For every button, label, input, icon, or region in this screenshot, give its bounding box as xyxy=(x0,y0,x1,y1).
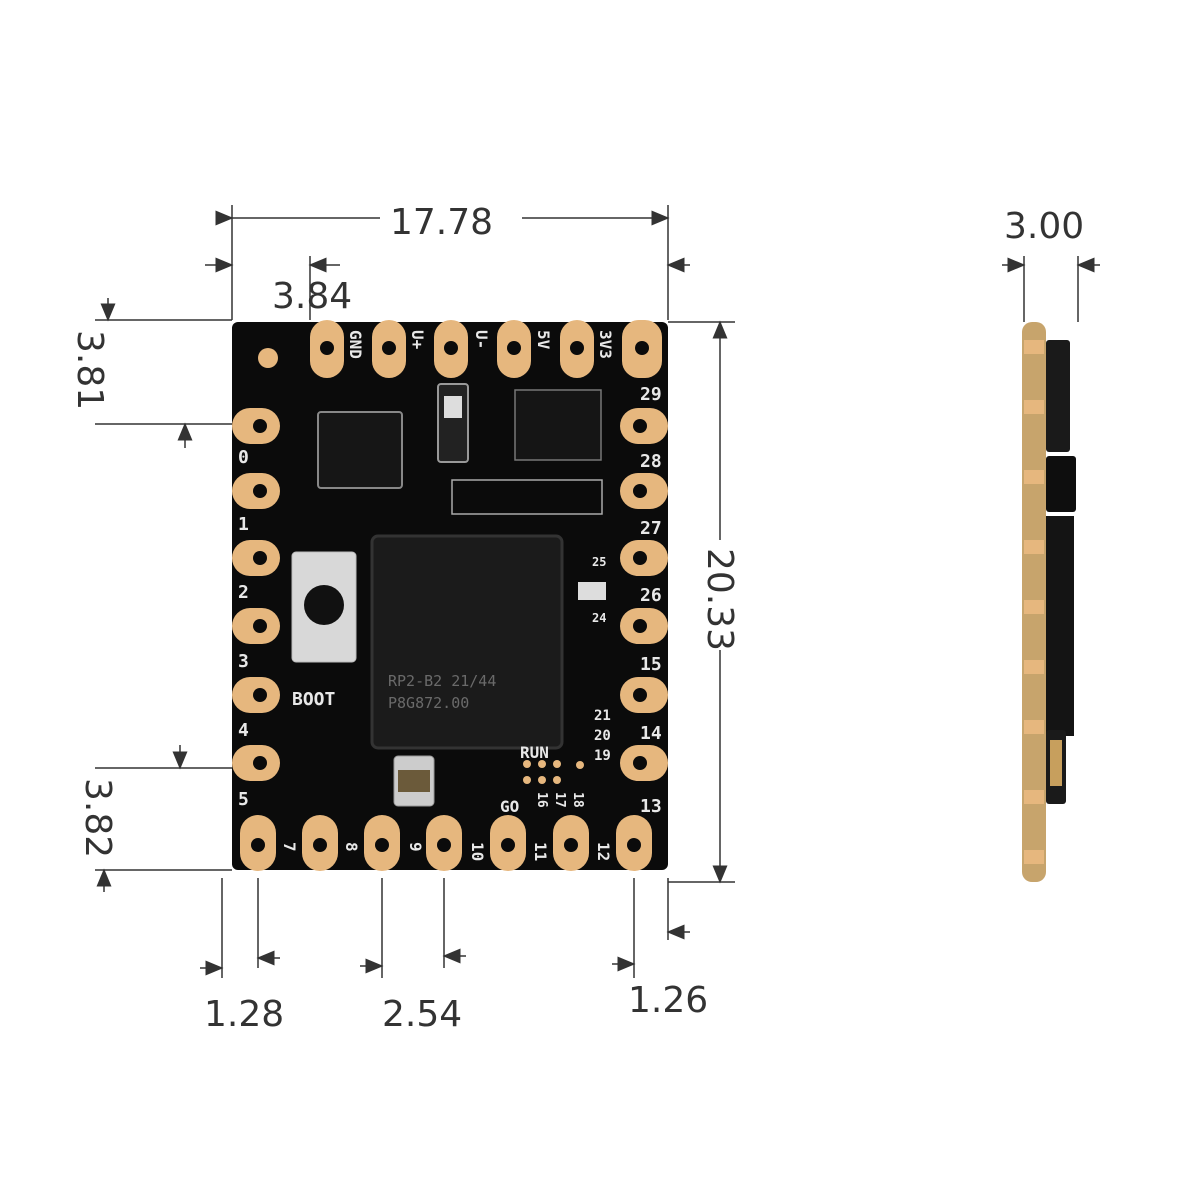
pin-label: 3V3 xyxy=(596,330,615,359)
dim-width: 17.78 xyxy=(390,202,493,243)
right-pad-column xyxy=(620,408,668,781)
misc-label: 24 xyxy=(592,611,606,625)
top-pin-labels: GND U+ U- 5V 3V3 xyxy=(346,330,615,359)
pin-label: 29 xyxy=(640,384,662,405)
side-component xyxy=(1046,340,1070,452)
side-chip xyxy=(1046,516,1074,736)
pin-label: 5V xyxy=(534,330,553,350)
left-pad-column xyxy=(232,408,280,781)
pad-label: GO xyxy=(500,797,519,816)
pad-label: 18 xyxy=(570,792,585,808)
pin-label: 0 xyxy=(238,447,249,468)
pin-label: 13 xyxy=(640,796,662,817)
top-pad-row xyxy=(310,320,662,378)
dim-top-offset: 3.84 xyxy=(272,276,352,317)
pin-label: 26 xyxy=(640,585,662,606)
chip-marking-line1: RP2-B2 21/44 xyxy=(388,672,496,690)
pin-label: 9 xyxy=(406,842,425,852)
passive-array xyxy=(451,479,603,515)
pin-label: 1 xyxy=(238,514,249,535)
pin-label: 27 xyxy=(640,518,662,539)
pin-label: 28 xyxy=(640,451,662,472)
dimension-labels: 17.78 3.84 20.33 3.81 3.82 1.28 2.54 1.2… xyxy=(69,202,1084,1035)
board-silk-labels: BOOT RUN RP2-B2 21/44 P8G872.00 21 20 19… xyxy=(292,555,611,816)
dim-bottom-right: 1.26 xyxy=(628,980,708,1021)
pad-label: 19 xyxy=(594,748,611,764)
rp2040-chip xyxy=(370,534,564,750)
dim-left-offset-bottom: 3.82 xyxy=(77,778,118,858)
dimension-lines xyxy=(95,205,1100,978)
components xyxy=(291,383,606,807)
pin-label: U+ xyxy=(408,330,427,350)
capacitor xyxy=(437,383,469,463)
boot-label: BOOT xyxy=(292,689,336,710)
board-side-view xyxy=(1022,322,1076,882)
pin-label: U- xyxy=(472,330,491,349)
pin-label: 8 xyxy=(342,842,361,852)
dim-bottom-left: 1.28 xyxy=(204,994,284,1035)
bottom-pad-row xyxy=(240,815,652,871)
side-component xyxy=(1046,456,1076,512)
pin-label: GND xyxy=(346,330,365,359)
mounting-hole xyxy=(258,348,278,368)
pin-label: 2 xyxy=(238,582,249,603)
pad-label: 21 xyxy=(594,708,611,724)
dim-left-offset-top: 3.81 xyxy=(69,330,110,410)
pin-label: 7 xyxy=(280,842,299,852)
led xyxy=(578,582,606,600)
pin-label: 12 xyxy=(594,842,613,861)
pad-label: 17 xyxy=(552,792,567,808)
pin-label: 4 xyxy=(238,720,249,741)
power-ic xyxy=(317,411,403,489)
chip-marking-line2: P8G872.00 xyxy=(388,694,469,712)
pin-label: 15 xyxy=(640,654,662,675)
pad-label: 16 xyxy=(534,792,549,808)
board-front-view: GND U+ U- 5V 3V3 0 1 2 3 4 5 29 28 27 26… xyxy=(232,320,668,871)
pin-label: 5 xyxy=(238,789,249,810)
pin-label: 14 xyxy=(640,723,662,744)
pin-label: 10 xyxy=(468,842,487,861)
misc-label: 25 xyxy=(592,555,606,569)
pad-label: 20 xyxy=(594,728,611,744)
dim-height: 20.33 xyxy=(699,548,740,651)
pin-label: 11 xyxy=(531,842,550,861)
run-label: RUN xyxy=(520,743,549,762)
left-pin-labels: 0 1 2 3 4 5 xyxy=(238,447,249,810)
boot-button-cap xyxy=(304,585,344,625)
regulator-ic xyxy=(514,389,602,461)
dim-pitch: 2.54 xyxy=(382,994,462,1035)
right-pin-labels: 29 28 27 26 15 14 13 xyxy=(640,384,662,817)
bottom-pin-labels: 7 8 9 10 11 12 xyxy=(280,842,613,861)
dim-thickness: 3.00 xyxy=(1004,206,1084,247)
pin-label: 3 xyxy=(238,651,249,672)
